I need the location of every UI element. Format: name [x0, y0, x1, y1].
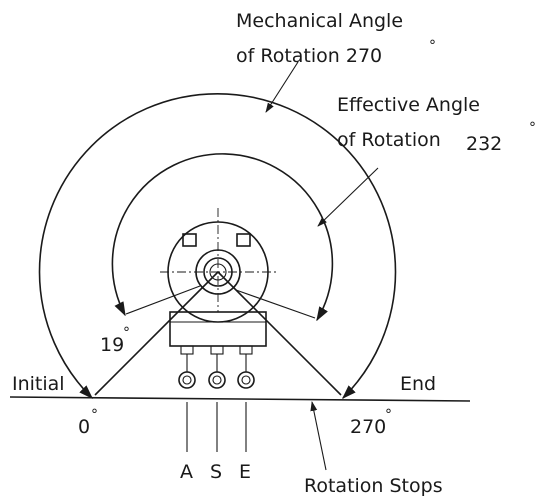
- effective-angle-value: 232: [466, 133, 502, 155]
- effective-leader-arrow: [317, 167, 379, 227]
- pin-eyelet-s: [208, 371, 226, 389]
- offset-angle-label: 19: [100, 334, 124, 356]
- mechanical-rotation-arc: [38, 92, 397, 400]
- end-stop-radius: [217, 271, 342, 396]
- end-angle-degree: °: [385, 407, 392, 423]
- pin-eyelet-s-hole: [212, 375, 222, 385]
- effective-angle-label-line2: of Rotation: [337, 129, 441, 151]
- pin-eyelet-e: [237, 371, 255, 389]
- mechanical-angle-label-line2: of Rotation 270: [236, 45, 382, 67]
- initial-label: Initial: [12, 373, 65, 395]
- pin-tab-a: [180, 345, 194, 355]
- rotation-stops-leader-arrow: [310, 401, 327, 471]
- pin-tab-e: [239, 345, 253, 355]
- zero-angle-label: 0: [78, 416, 90, 438]
- end-angle-label: 270: [350, 416, 386, 438]
- end-label: End: [400, 373, 436, 395]
- effective-angle-label-line1: Effective Angle: [337, 94, 480, 116]
- zero-angle-degree: °: [91, 407, 98, 423]
- pin-eyelet-a: [178, 371, 196, 389]
- mechanical-angle-label-line1: Mechanical Angle: [236, 10, 403, 32]
- pin-label-a: A: [180, 461, 193, 483]
- pin-label-e: E: [239, 461, 251, 483]
- effective-rotation-arc: [111, 153, 334, 322]
- offset-angle-degree: °: [123, 325, 130, 341]
- effective-angle-degree: °: [529, 120, 536, 136]
- potentiometer-body: [160, 208, 276, 389]
- terminal-block: [169, 311, 267, 347]
- housing-lug-left: [182, 233, 197, 247]
- rotation-stops-label: Rotation Stops: [304, 475, 443, 497]
- rotation-baseline: [9, 396, 471, 402]
- initial-stop-radius: [94, 271, 219, 396]
- effective-end-radius: [235, 289, 316, 319]
- pin-eyelet-a-hole: [182, 375, 192, 385]
- pin-tab-s: [210, 345, 224, 355]
- pin-label-s: S: [210, 461, 222, 483]
- effective-start-radius: [125, 285, 201, 315]
- housing-lug-right: [236, 233, 251, 247]
- mechanical-angle-degree: °: [429, 38, 436, 54]
- pin-eyelet-e-hole: [241, 375, 251, 385]
- mechanical-leader-arrow: [265, 61, 299, 113]
